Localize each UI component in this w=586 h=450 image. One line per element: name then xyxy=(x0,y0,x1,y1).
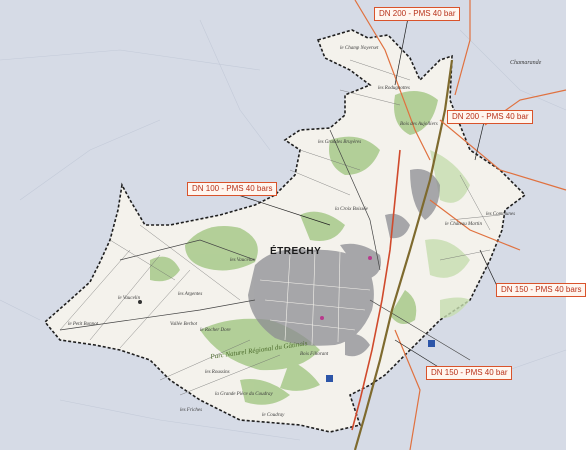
place-label: le Petit Bonnot xyxy=(68,322,98,327)
parking-marker xyxy=(326,375,333,382)
place-label: la Grande Pièce du Coudray xyxy=(215,392,273,397)
place-label: les Rodugnottes xyxy=(378,86,410,91)
pipeline-callout-dn200-east: DN 200 - PMS 40 bar xyxy=(447,110,534,124)
callout-leaders xyxy=(231,17,498,369)
poi-marker xyxy=(368,256,372,260)
place-label: le Château Martin xyxy=(445,222,482,227)
town-label: ÉTRECHY xyxy=(270,246,322,257)
background-roads xyxy=(0,19,567,441)
gas-pipelines xyxy=(354,0,567,450)
national-road xyxy=(351,149,401,431)
place-label: les Argentes xyxy=(178,292,203,297)
parking-marker xyxy=(428,340,435,347)
town-streets xyxy=(259,251,371,346)
place-label: les Communes xyxy=(486,212,516,217)
map-canvas xyxy=(0,0,567,450)
pipeline-callout-dn150-south: DN 150 - PMS 40 bar xyxy=(426,366,513,380)
place-label: Vallée Berbot xyxy=(170,322,198,327)
place-label: les Roussins xyxy=(205,370,230,375)
pipeline-callout-dn200-north: DN 200 - PMS 40 bar xyxy=(374,7,461,21)
place-label: les Grandes Bruyères xyxy=(318,140,362,145)
town-built-area xyxy=(248,169,440,357)
poi-marker xyxy=(138,300,142,304)
place-label: le Vaucelin xyxy=(118,296,141,301)
roads xyxy=(59,129,471,361)
map-markers xyxy=(138,256,435,382)
place-label: les Vaucelas xyxy=(230,258,255,263)
place-label: le Coudray xyxy=(262,413,285,418)
place-label: Chamarande xyxy=(510,60,542,66)
poi-marker xyxy=(320,316,324,320)
place-label: la Croix Boissée xyxy=(335,207,368,212)
pipeline-callout-dn100: DN 100 - PMS 40 bars xyxy=(187,182,278,196)
place-label: Bois Fillorant xyxy=(300,352,329,357)
pipeline-callout-dn150-east: DN 150 - PMS 40 bars xyxy=(496,283,586,297)
place-label: le Champ Noyerset xyxy=(340,46,379,51)
place-label: le Rocher Dore xyxy=(200,328,231,333)
parcel-lines xyxy=(59,59,501,396)
place-label: les Friches xyxy=(180,408,203,413)
place-label: Bois des Aujolliers xyxy=(400,122,438,127)
